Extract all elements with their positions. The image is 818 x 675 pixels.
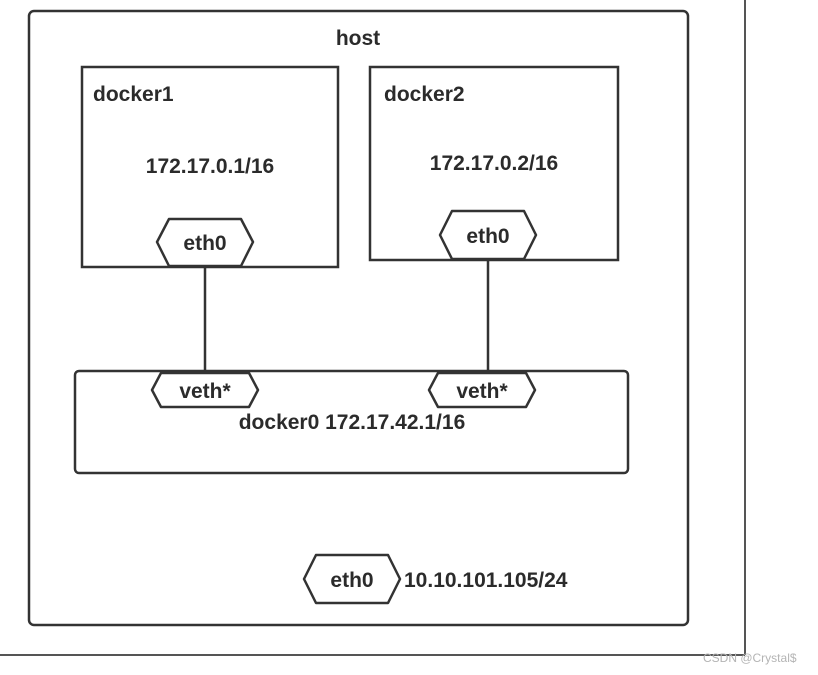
host-eth0-label: eth0 — [330, 569, 373, 592]
watermark: CSDN @Crystal$ — [703, 651, 797, 665]
veth-left-hex — [150, 371, 260, 409]
docker1-eth0-hex — [155, 217, 255, 268]
docker2-eth0-label: eth0 — [466, 225, 509, 248]
docker0-bridge-box — [73, 369, 630, 475]
docker2-ip: 172.17.0.2/16 — [430, 152, 558, 175]
docker1-ip: 172.17.0.1/16 — [146, 155, 274, 178]
docker1-eth0-label: eth0 — [183, 232, 226, 255]
docker2-eth0-hex — [438, 209, 538, 261]
host-box — [27, 9, 690, 627]
host-label: host — [336, 27, 380, 50]
veth-right-hex — [427, 371, 537, 409]
host-eth0-hex — [302, 553, 402, 605]
veth-left-label: veth* — [179, 380, 231, 403]
docker2-label: docker2 — [384, 83, 465, 106]
docker0-bridge-label: docker0 172.17.42.1/16 — [239, 411, 466, 434]
veth-right-label: veth* — [456, 380, 508, 403]
docker1-label: docker1 — [93, 83, 174, 106]
host-eth0-ip: 10.10.101.105/24 — [404, 569, 568, 592]
